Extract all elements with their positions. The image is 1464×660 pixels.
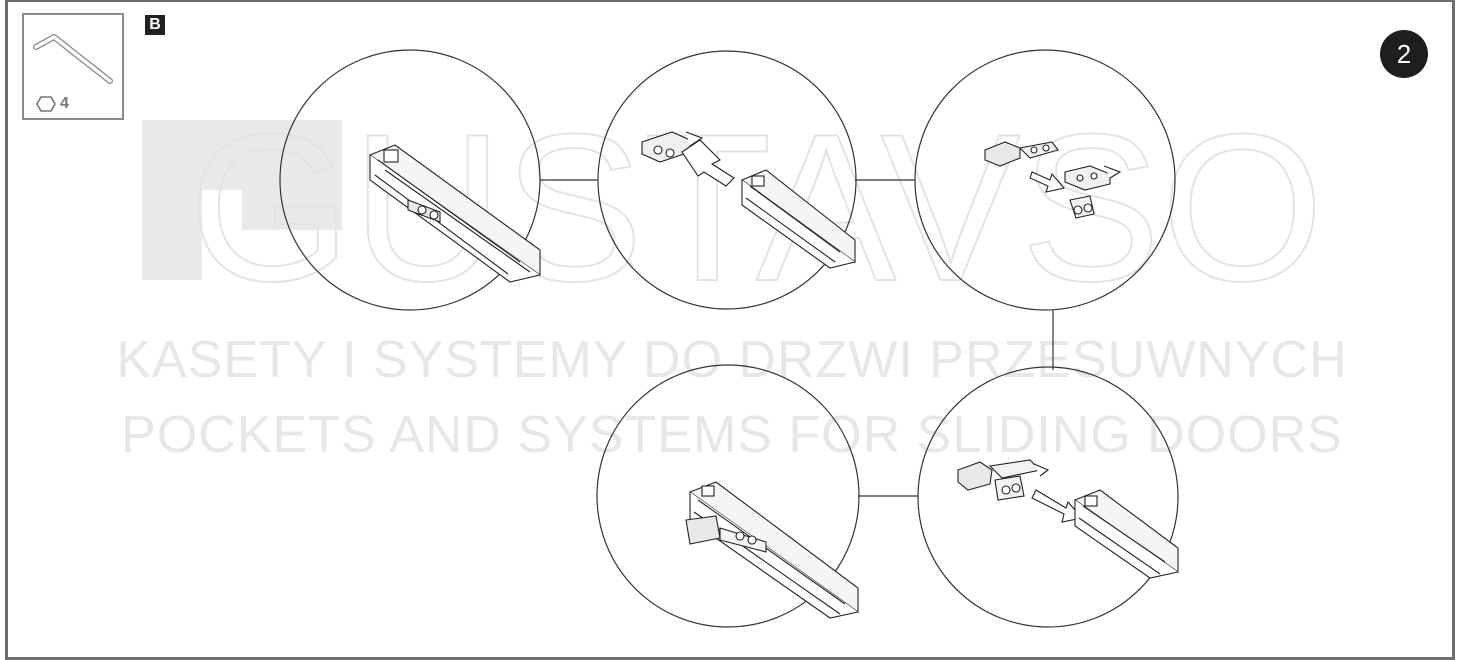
arrow-separate-icon [1029,171,1066,193]
watermark-line1: KASETY I SYSTEMY DO DRZWI PRZESUWNYCH [116,331,1348,389]
rail-illustration-1 [368,144,541,283]
detail-circle-2 [597,50,857,310]
allen-key-icon [33,34,113,84]
step-number-badge: 2 [1380,30,1428,78]
watermark-line2: POCKETS AND SYSTEMS FOR SLIDING DOORS [121,406,1343,464]
tool-box: 4 [22,13,124,120]
detail-circle-1 [279,49,541,311]
arrow-insert-icon [681,139,735,187]
detail-circle-4 [596,364,860,628]
parts-illustration-3 [984,141,1122,219]
rail-illustration-2 [641,131,856,269]
tool-size-label: 4 [60,95,69,112]
arrow-slide-icon [1031,489,1084,523]
tool-size: 4 [36,95,69,113]
hexagon-icon [36,96,56,112]
detail-circle-3 [914,49,1176,311]
section-label: B [145,15,165,35]
rail-illustration-4 [685,481,859,619]
detail-circle-5 [917,366,1179,628]
rail-illustration-5 [957,459,1179,579]
